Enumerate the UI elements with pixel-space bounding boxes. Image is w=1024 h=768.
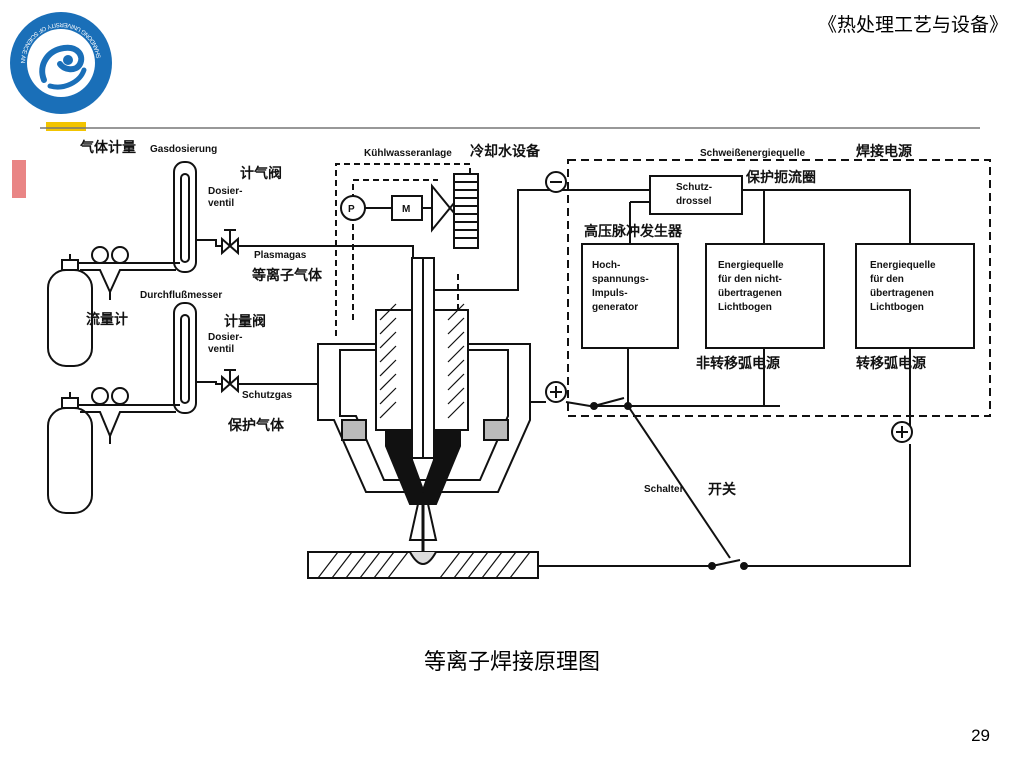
nontransferred-source-box: [705, 243, 825, 349]
nontransferred-label-2: für den nicht-: [718, 274, 782, 285]
valve-bottom-icon: [221, 369, 239, 394]
pressure-gauge-icon: [78, 246, 180, 300]
switch-zh: 开关: [708, 481, 736, 498]
shield-gas-label: Schutzgas: [242, 390, 292, 401]
hf-generator-zh: 高压脉冲发生器: [584, 223, 683, 240]
choke-label-1: Schutz-: [676, 182, 712, 193]
course-title: 《热处理工艺与设备》: [817, 14, 1008, 36]
cooling-zh: 冷却水设备: [470, 143, 541, 160]
decorative-bar-red: [12, 160, 26, 198]
gas-metering-zh: 气体计量: [79, 139, 136, 156]
motor-label: M: [402, 204, 410, 215]
radiator-icon: [453, 173, 479, 249]
nontransferred-label-3: übertragenen: [718, 288, 782, 299]
transferred-source-box: [855, 243, 975, 349]
plasma-gas-label: Plasmagas: [254, 250, 307, 261]
logo-emblem-icon: [39, 44, 87, 90]
plus-terminal-icon: [891, 421, 913, 443]
transferred-label-1: Energiequelle: [870, 260, 936, 271]
shield-gas-zh: 保护气体: [227, 417, 285, 434]
transferred-zh: 转移弧电源: [856, 355, 926, 372]
gas-metering-label: Gasdosierung: [150, 144, 217, 155]
welding-source-zh: 焊接电源: [856, 143, 912, 160]
decorative-bar: [46, 122, 86, 131]
workpiece: [307, 504, 539, 579]
university-logo: SHANDONG UNIVERSITY OF SCIENCE AND TECHN…: [6, 6, 114, 116]
transferred-label-3: übertragenen: [870, 288, 934, 299]
flowmeter-label: Durchflußmesser: [140, 290, 222, 301]
plus-terminal-icon: [545, 381, 567, 403]
plasma-torch: [317, 257, 531, 541]
minus-terminal-icon: [545, 171, 567, 193]
hf-generator-label-3: Impuls-: [592, 288, 628, 299]
hf-generator-label-1: Hoch-: [592, 260, 620, 271]
transferred-label-2: für den: [870, 274, 904, 285]
nontransferred-label-4: Lichtbogen: [718, 302, 772, 313]
pump-label: P: [348, 204, 355, 215]
flowmeter-zh: 流量计: [86, 311, 128, 328]
dosing-valve-top-zh: 计气阀: [240, 165, 282, 182]
nontransferred-zh: 非转移弧电源: [696, 355, 780, 372]
flowmeter-top: [173, 161, 197, 273]
switch-label: Schalter: [644, 484, 684, 495]
choke-label-2: drossel: [676, 196, 712, 207]
gas-cylinder-icon: [47, 254, 93, 367]
switch-icon: [708, 559, 748, 570]
dosing-valve-bottom-zh: 计量阀: [224, 313, 266, 330]
plasma-gas-zh: 等离子气体: [252, 267, 323, 284]
cooling-label: Kühlwasseranlage: [364, 148, 452, 159]
hf-generator-label-4: generator: [592, 302, 638, 313]
gas-cylinder-icon: [47, 392, 93, 514]
valve-top-icon: [221, 229, 239, 256]
page-number: 29: [971, 726, 990, 745]
choke-zh: 保护扼流圈: [745, 169, 816, 186]
figure-caption: 等离子焊接原理图: [423, 650, 600, 675]
dosing-valve-bottom-label-2: ventil: [208, 344, 234, 355]
dosing-valve-bottom-label-1: Dosier-: [208, 332, 242, 343]
switch-icon: [590, 397, 731, 559]
pressure-gauge-icon: [78, 387, 180, 444]
transferred-label-4: Lichtbogen: [870, 302, 924, 313]
protective-choke-box: [649, 175, 743, 215]
dosing-valve-top-label-2: ventil: [208, 198, 234, 209]
plasma-welding-diagram: 气体计量 Gasdosierung Dosier- ventil 计气阀 Küh…: [40, 127, 991, 579]
hf-generator-box: [581, 243, 679, 349]
flowmeter-bottom: [173, 302, 197, 414]
dosing-valve-top-label-1: Dosier-: [208, 186, 242, 197]
welding-source-label: Schweißenergiequelle: [700, 148, 805, 159]
cooling-motor-icon: [391, 195, 423, 221]
nontransferred-label-1: Energiequelle: [718, 260, 784, 271]
hf-generator-label-2: spannungs-: [592, 274, 649, 285]
